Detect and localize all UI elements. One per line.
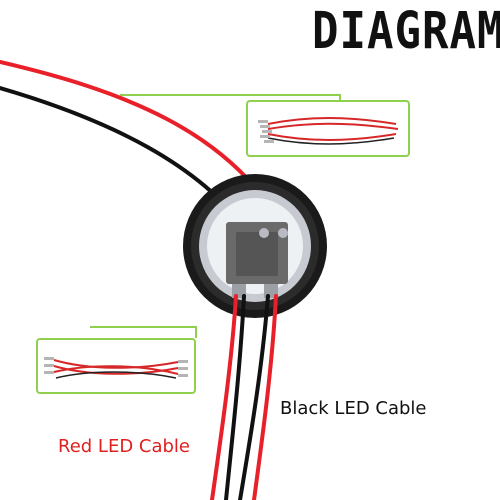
wire-harness-icon xyxy=(258,117,399,145)
led-arcade-button-icon xyxy=(183,174,327,318)
harness-inset-left xyxy=(36,338,196,394)
black-cable-lower-2 xyxy=(238,294,270,500)
diagram-title: DIAGRAM xyxy=(312,2,500,61)
wire-harness-icon xyxy=(44,357,188,379)
black-cable-lower-1 xyxy=(224,294,246,500)
red-cable-lower-1 xyxy=(210,294,238,500)
callout-line-left xyxy=(90,326,197,338)
callout-line-top xyxy=(120,94,341,100)
black-led-cable-label: Black LED Cable xyxy=(280,398,427,419)
red-led-cable-label: Red LED Cable xyxy=(58,436,191,457)
red-cable-lower-2 xyxy=(252,294,278,500)
harness-inset-top xyxy=(246,100,410,157)
